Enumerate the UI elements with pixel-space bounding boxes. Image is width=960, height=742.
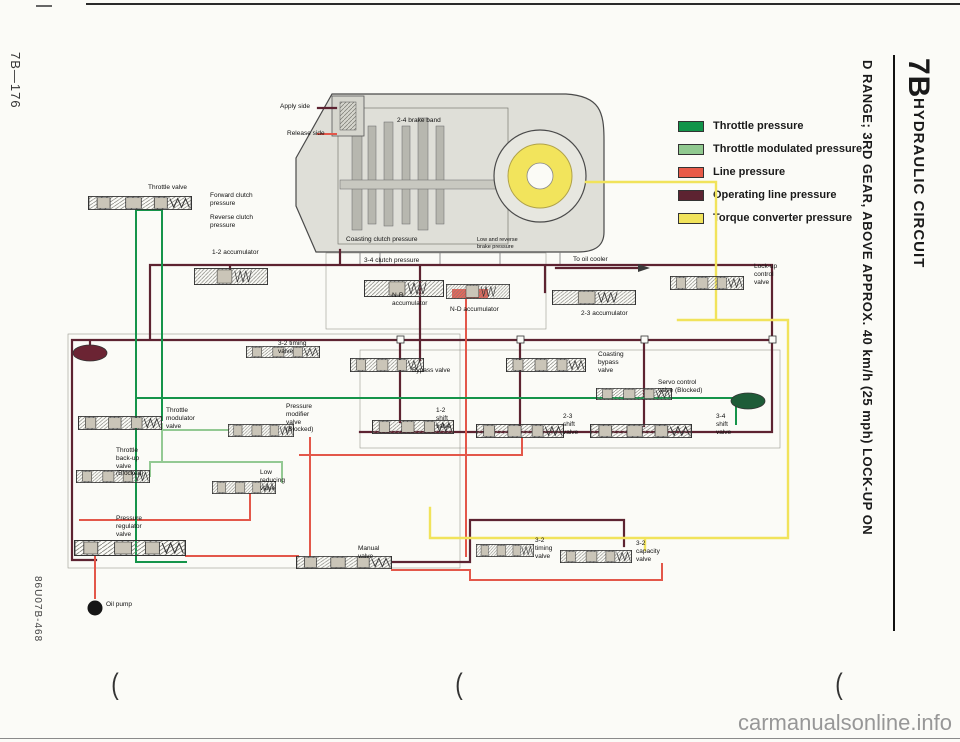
oil-cooler-arrow bbox=[638, 264, 650, 272]
label-n-d-accumulator: N-D accumulator bbox=[450, 306, 499, 313]
label-apply-side: Apply side bbox=[280, 103, 310, 110]
chapter-tab: 7B bbox=[902, 58, 935, 99]
line-pressure-swatch bbox=[678, 166, 704, 178]
throttle-modulator-valve bbox=[78, 416, 162, 430]
coasting-bypass-valve bbox=[506, 358, 586, 372]
chapter-heading: 7BHYDRAULIC CIRCUIT bbox=[901, 58, 935, 269]
pressure-regulator-valve bbox=[74, 540, 186, 556]
label-pressure-regulator-valve: Pressure regulator valve bbox=[116, 515, 143, 538]
label-reverse-clutch-pressure: Reverse clutch pressure bbox=[210, 214, 253, 229]
legend-label: Line pressure bbox=[713, 166, 786, 178]
lock-up-control-valve bbox=[670, 276, 744, 290]
transmission-cross-section bbox=[295, 93, 605, 265]
connector-oval-left bbox=[72, 344, 108, 362]
operating-line-pressure-lines bbox=[70, 106, 774, 564]
3-2-timing-valve bbox=[476, 544, 534, 557]
torque-converter-pressure-swatch bbox=[678, 212, 704, 224]
label-to-oil-cooler: To oil cooler bbox=[573, 256, 608, 263]
throttle-modulated-pressure-lines bbox=[149, 423, 283, 483]
label-2-3-accumulator: 2-3 accumulator bbox=[581, 310, 628, 317]
legend-row: Operating line pressure bbox=[678, 189, 862, 201]
binding-mark: ( bbox=[111, 668, 119, 701]
legend-label: Torque converter pressure bbox=[713, 212, 853, 224]
label-release-side: Release side bbox=[287, 130, 325, 137]
legend-row: Torque converter pressure bbox=[678, 212, 862, 224]
label-3-2-timing-valve-upper: 3-2 timing valve bbox=[278, 340, 307, 355]
label-servo-control-valve: Servo control valve (Blocked) bbox=[658, 379, 703, 394]
figure-code: 86U07B-468 bbox=[32, 576, 43, 643]
throttle-valve bbox=[88, 196, 192, 210]
oil-pump bbox=[87, 600, 103, 616]
2-3-accumulator bbox=[552, 290, 636, 305]
label-3-4-clutch-pressure: 3-4 clutch pressure bbox=[364, 257, 420, 264]
pressure-modifier-valve bbox=[228, 424, 294, 437]
label-oil-pump: Oil pump bbox=[106, 601, 133, 608]
legend-label: Operating line pressure bbox=[713, 189, 837, 201]
label-forward-clutch-pressure: Forward clutch pressure bbox=[210, 192, 253, 207]
throttle-pressure-swatch bbox=[678, 120, 704, 132]
3-2-capacity-valve bbox=[560, 550, 632, 563]
label-1-2-shift-valve: 1-2 shift valve bbox=[436, 407, 452, 430]
section-title: D RANGE; 3RD GEAR, ABOVE APPROX. 40 km/h… bbox=[860, 60, 875, 536]
legend-row: Throttle pressure bbox=[678, 120, 862, 132]
junction-blocks bbox=[396, 335, 777, 344]
label-throttle-back-up-valve: Throttle back-up valve (Blocked) bbox=[116, 447, 144, 478]
chapter-title: HYDRAULIC CIRCUIT bbox=[910, 98, 927, 269]
pressure-legend: Throttle pressure Throttle modulated pre… bbox=[678, 120, 862, 235]
page-number: 7B—176 bbox=[8, 52, 23, 109]
label-coasting-bypass-valve: Coasting bypass valve bbox=[598, 351, 624, 374]
page-top-edge bbox=[86, 3, 960, 5]
binding-mark: ( bbox=[455, 668, 463, 701]
label-2-3-shift-valve: 2-3 shift valve bbox=[563, 413, 579, 436]
legend-label: Throttle modulated pressure bbox=[713, 143, 863, 155]
n-d-accumulator bbox=[446, 284, 510, 299]
label-1-2-accumulator: 1-2 accumulator bbox=[212, 249, 259, 256]
page-top-edge-mark bbox=[36, 5, 52, 7]
label-lock-up-control-valve: Lock-up control valve bbox=[754, 263, 778, 286]
binding-mark: ( bbox=[835, 668, 843, 701]
label-n-r-accumulator: N-R accumulator bbox=[392, 292, 428, 307]
label-bypass-valve: Bypass valve bbox=[412, 367, 451, 374]
throttle-modulated-pressure-swatch bbox=[678, 143, 704, 155]
label-throttle-valve: Throttle valve bbox=[148, 184, 188, 191]
label-manual-valve: Manual valve bbox=[358, 545, 380, 560]
label-2-4-brake-band: 2-4 brake band bbox=[397, 117, 441, 124]
sidebar-divider bbox=[893, 55, 895, 631]
connector-oval-right bbox=[730, 392, 766, 410]
label-coasting-clutch-pressure: Coasting clutch pressure bbox=[346, 236, 418, 243]
legend-row: Throttle modulated pressure bbox=[678, 143, 862, 155]
throttle-pressure-lines bbox=[135, 209, 737, 563]
label-throttle-modulator-valve: Throttle modulator valve bbox=[166, 407, 195, 430]
page-bottom-edge bbox=[0, 738, 960, 739]
2-3-shift-valve bbox=[476, 424, 564, 438]
1-2-accumulator bbox=[194, 268, 268, 285]
line-pressure-lines bbox=[79, 133, 663, 599]
legend-row: Line pressure bbox=[678, 166, 862, 178]
legend-label: Throttle pressure bbox=[713, 120, 804, 132]
label-low-reducing-valve: Low reducing valve bbox=[260, 469, 285, 492]
input-shaft bbox=[339, 179, 506, 190]
label-3-2-capacity-valve: 3-2 capacity valve bbox=[636, 540, 660, 563]
label-low-reverse-brake-pressure: Low and reverse brake pressure bbox=[477, 237, 518, 250]
label-pressure-modifier-valve: Pressure modifier valve (Blocked) bbox=[286, 403, 314, 434]
operating-line-pressure-swatch bbox=[678, 189, 704, 201]
label-3-2-timing-valve: 3-2 timing valve bbox=[535, 537, 553, 560]
torque-converter-pressure-lines bbox=[428, 180, 790, 552]
label-3-4-shift-valve: 3-4 shift valve bbox=[716, 413, 732, 436]
watermark: carmanualsonline.info bbox=[737, 710, 952, 735]
3-4-shift-valve bbox=[590, 424, 692, 438]
